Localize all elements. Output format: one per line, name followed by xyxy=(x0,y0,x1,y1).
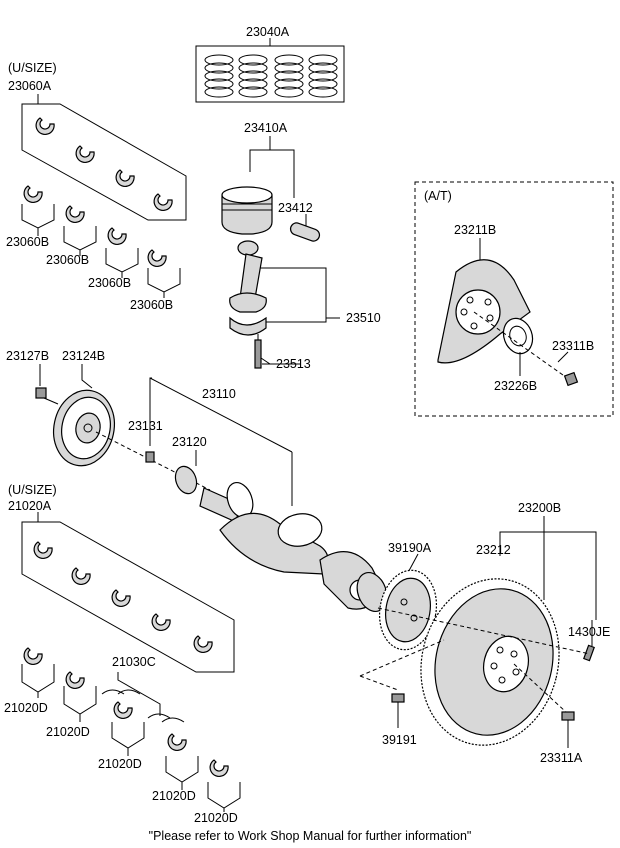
label-23110: 23110 xyxy=(202,387,236,401)
label-23060B-2: 23060B xyxy=(46,253,89,267)
label-21030C: 21030C xyxy=(112,655,156,669)
label-23311A: 23311A xyxy=(540,751,583,765)
crank-body xyxy=(199,481,388,612)
label-21020D-1: 21020D xyxy=(4,701,48,715)
label-23124B: 23124B xyxy=(62,349,105,363)
label-21020D-3: 21020D xyxy=(98,757,142,771)
drive-plate xyxy=(378,553,438,651)
label-1430JE: 1430JE xyxy=(568,625,610,639)
label-at: (A/T) xyxy=(424,189,452,203)
label-23131: 23131 xyxy=(128,419,163,433)
part-labels: 23040A (U/SIZE) 23060A 23410A 23412 2306… xyxy=(4,25,610,843)
label-21020D-2: 21020D xyxy=(46,725,90,739)
label-usize-upper: (U/SIZE) xyxy=(8,61,57,75)
label-usize-lower: (U/SIZE) xyxy=(8,483,57,497)
piston-assembly xyxy=(221,136,321,242)
flywheel xyxy=(359,516,597,748)
label-23212: 23212 xyxy=(476,543,511,557)
connecting-rod xyxy=(229,240,340,369)
upper-bearing-set xyxy=(21,94,187,221)
label-23226B: 23226B xyxy=(494,379,537,393)
bearing-shells-23060b xyxy=(21,185,181,298)
label-23211B: 23211B xyxy=(454,223,496,237)
label-21020D-5: 21020D xyxy=(194,811,238,825)
label-23060B-3: 23060B xyxy=(88,276,131,290)
label-23513: 23513 xyxy=(276,357,311,371)
label-23200B: 23200B xyxy=(518,501,561,515)
label-23060B-4: 23060B xyxy=(130,298,173,312)
label-39190A: 39190A xyxy=(388,541,432,555)
label-21020A: 21020A xyxy=(8,499,52,513)
label-23412: 23412 xyxy=(278,201,313,215)
crankshaft xyxy=(95,377,388,612)
label-23120: 23120 xyxy=(172,435,207,449)
label-23410A: 23410A xyxy=(244,121,288,135)
label-23060B-1: 23060B xyxy=(6,235,49,249)
label-21020D-4: 21020D xyxy=(152,789,196,803)
crankshaft-pulley xyxy=(35,364,115,467)
lower-bearing-set xyxy=(21,512,235,673)
piston-ring-set xyxy=(195,38,345,103)
footer-note: "Please refer to Work Shop Manual for fu… xyxy=(149,829,472,843)
label-23040A: 23040A xyxy=(246,25,290,39)
label-23127B: 23127B xyxy=(6,349,49,363)
automatic-transmission-group xyxy=(414,181,614,417)
bearing-shells-21020d xyxy=(21,647,241,812)
thrust-washers xyxy=(101,672,185,723)
label-23060A: 23060A xyxy=(8,79,52,93)
label-23510: 23510 xyxy=(346,311,381,325)
label-39191: 39191 xyxy=(382,733,417,747)
label-23311B: 23311B xyxy=(552,339,594,353)
